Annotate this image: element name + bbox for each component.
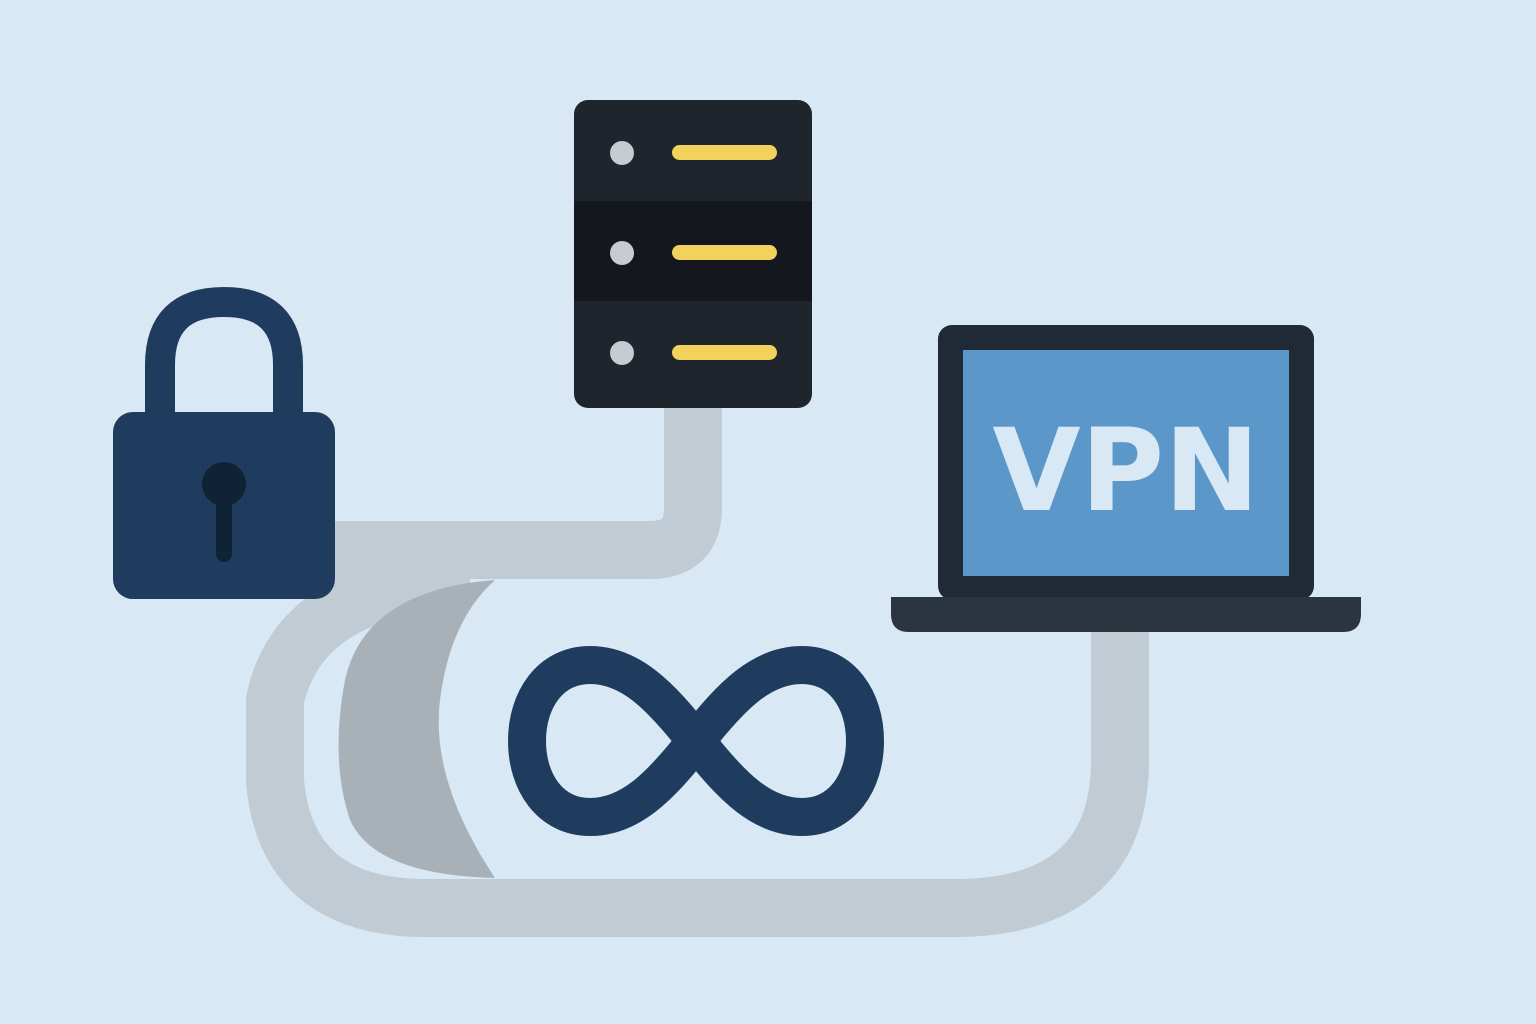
server-unit-3 <box>610 341 777 365</box>
laptop-screen-label: VPN <box>992 404 1259 537</box>
cable-server-to-lock <box>330 395 722 579</box>
server-icon <box>574 100 812 408</box>
cable-loop-shade <box>338 580 495 878</box>
laptop-icon: VPN <box>891 325 1361 632</box>
server-slot <box>672 245 777 260</box>
laptop-screen <box>963 350 1289 576</box>
padlock-shackle <box>145 286 303 420</box>
server-slot <box>672 145 777 160</box>
server-unit-1 <box>610 141 777 165</box>
cable <box>246 395 1149 937</box>
server-unit-2 <box>610 241 777 265</box>
server-led <box>610 241 634 265</box>
server-led <box>610 341 634 365</box>
server-led <box>610 141 634 165</box>
padlock-icon <box>113 286 335 599</box>
cable-loop <box>246 551 1149 937</box>
padlock-keyhole <box>202 462 246 506</box>
infinity-icon <box>508 646 884 836</box>
padlock-keyhole-slot <box>216 490 232 562</box>
server-slot <box>672 345 777 360</box>
laptop-base <box>891 597 1361 632</box>
